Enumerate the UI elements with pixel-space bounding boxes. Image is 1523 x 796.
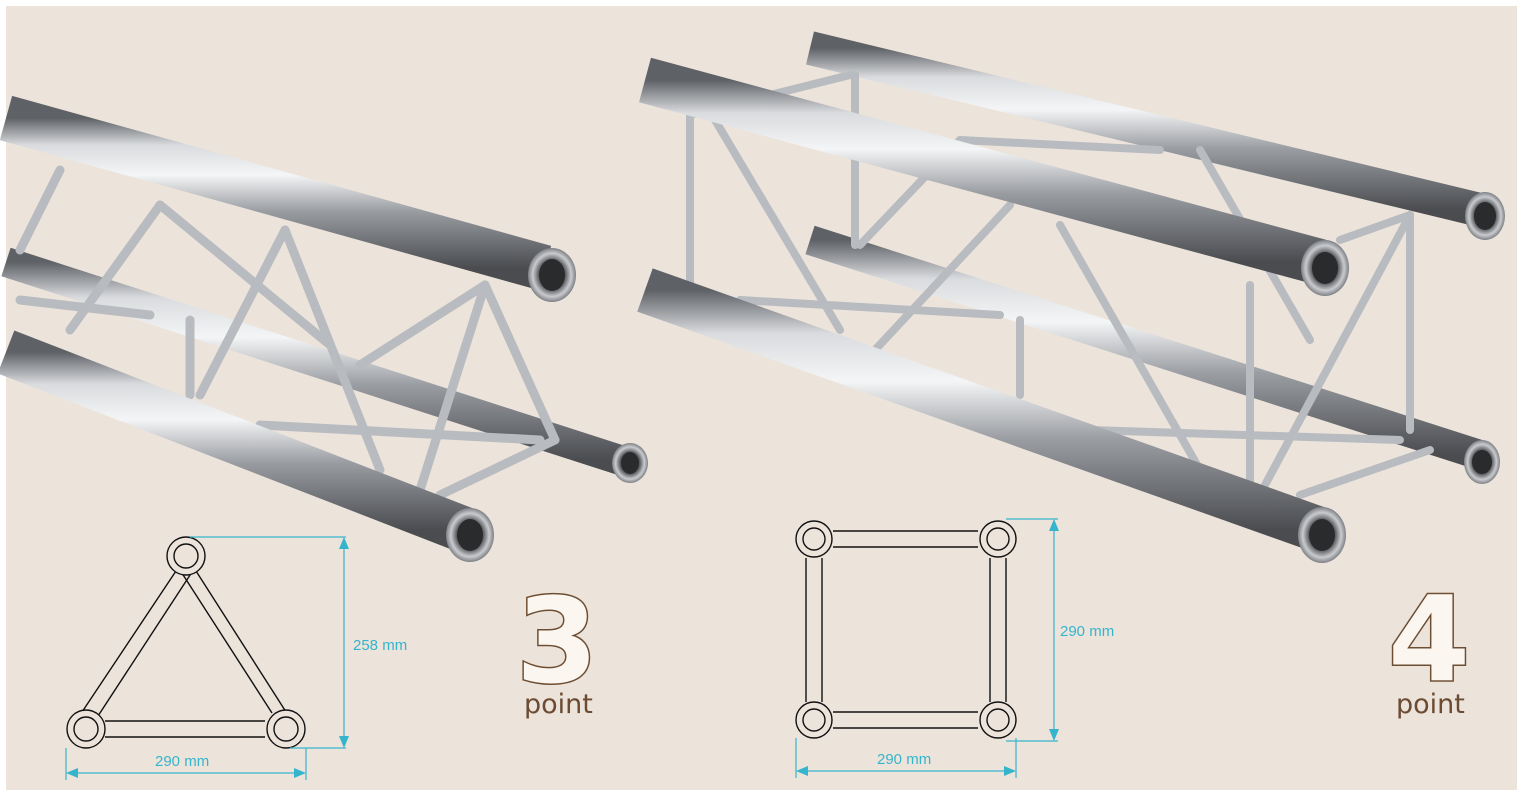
four-point-word: point	[1396, 689, 1465, 720]
three-point-word: point	[524, 689, 593, 720]
three-point-dimension-lines	[65, 536, 349, 780]
four-point-width-label: 290 mm	[877, 751, 931, 768]
four-point-height-label: 290 mm	[1060, 623, 1114, 640]
four-point-cross-section	[795, 520, 1017, 739]
three-point-number: 3	[516, 572, 598, 710]
three-point-height-label: 258 mm	[353, 637, 407, 654]
three-point-cross-section	[66, 536, 306, 749]
three-point-width-label: 290 mm	[155, 753, 209, 770]
three-point-truss-illustration	[0, 95, 648, 562]
four-point-number: 4	[1388, 570, 1470, 708]
four-point-dimension-lines	[795, 518, 1059, 778]
four-point-truss-illustration	[637, 31, 1505, 563]
